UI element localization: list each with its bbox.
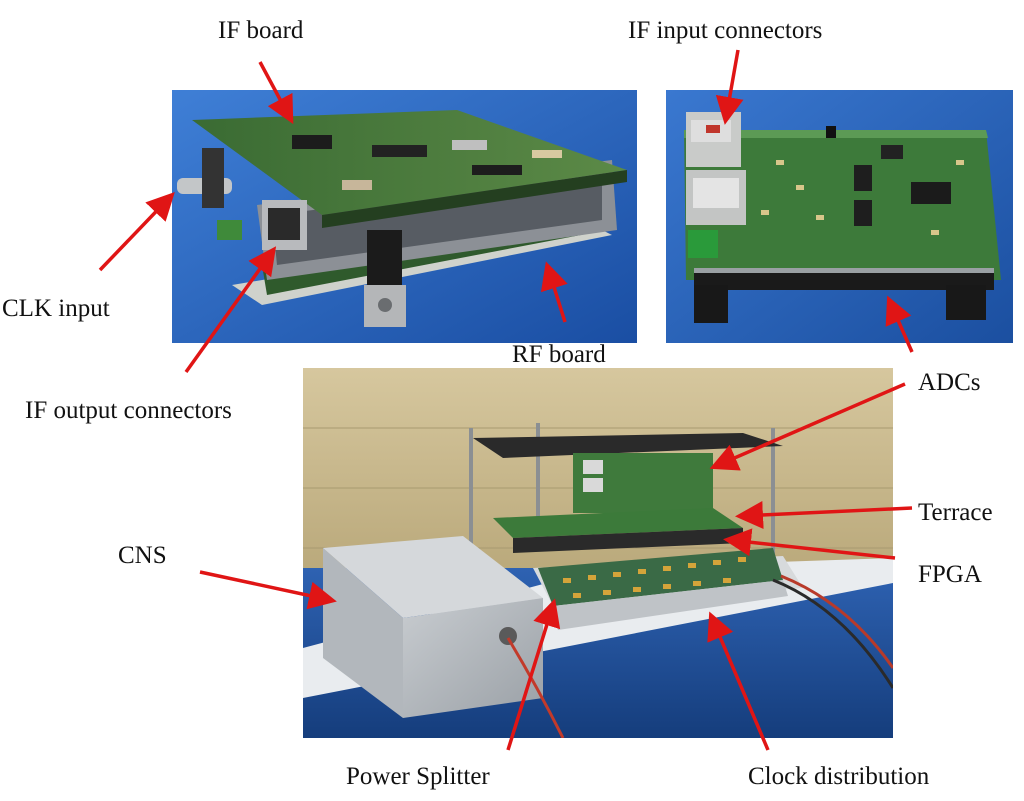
label-terrace: Terrace: [918, 499, 993, 526]
label-if-input-connectors: IF input connectors: [628, 17, 823, 44]
label-rf-board: RF board: [512, 341, 606, 368]
label-clk-input: CLK input: [2, 295, 110, 322]
photo-system-assembly: [303, 368, 893, 738]
label-cns: CNS: [118, 542, 167, 569]
label-power-splitter: Power Splitter: [346, 763, 490, 790]
label-fpga: FPGA: [918, 561, 982, 588]
label-clock-distribution: Clock distribution: [748, 763, 930, 790]
label-if-output-connectors: IF output connectors: [25, 397, 232, 424]
arrow-clk-input: [98, 191, 175, 272]
label-adcs: ADCs: [918, 369, 981, 396]
photo-adc-board: [666, 90, 1013, 343]
photo-if-rf-board: [172, 90, 637, 343]
label-if-board: IF board: [218, 17, 304, 44]
